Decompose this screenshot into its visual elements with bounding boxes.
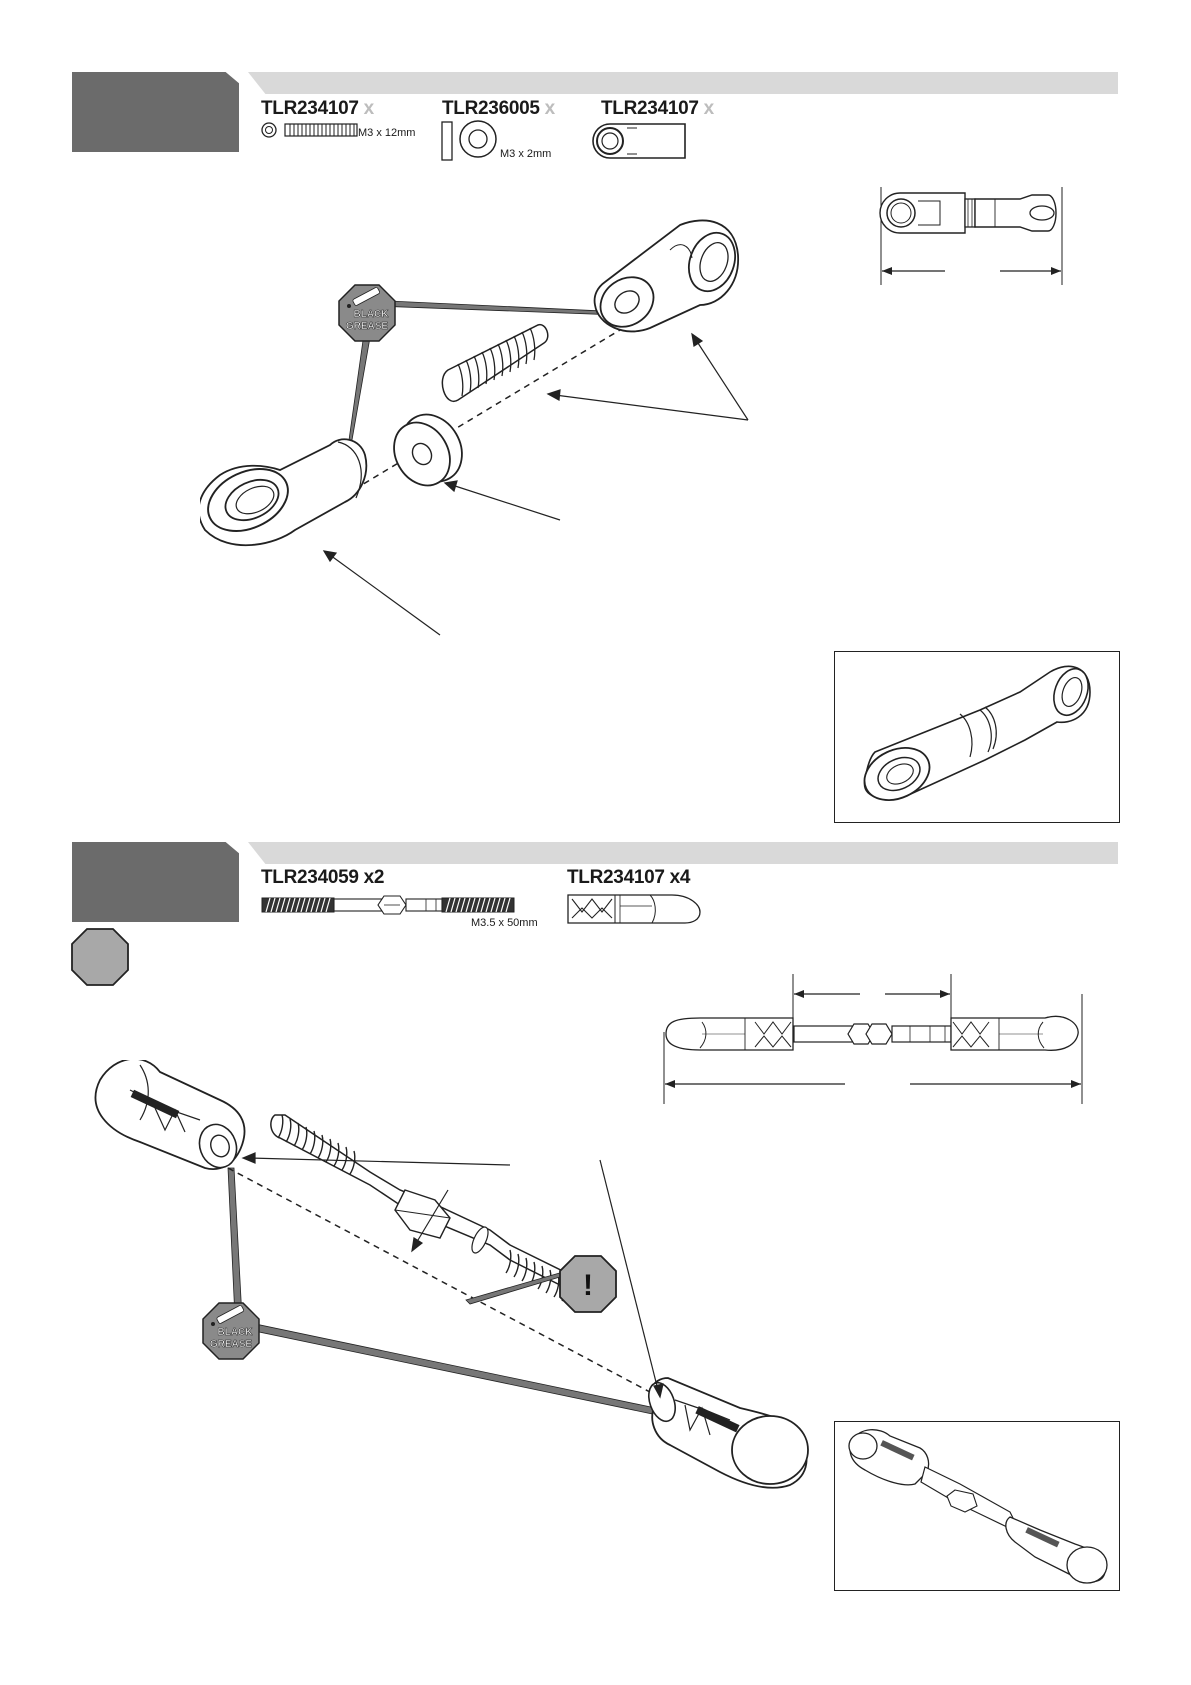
step-2-warning-octagon-marker (70, 927, 130, 987)
step-1-number-block (72, 72, 239, 152)
step-2-warning-badge: ! (558, 1254, 618, 1314)
turnbuckle-icon (262, 896, 514, 914)
gauge-ball-cup-right (951, 1016, 1078, 1050)
step-2-exploded-view (70, 1060, 830, 1530)
step-2-black-grease-badge: BLACK GREASE (202, 1302, 260, 1360)
step-1-length-gauge (870, 185, 1070, 285)
step-2-assembled-inset (834, 1421, 1120, 1591)
warning-exclamation: ! (583, 1269, 593, 1302)
spacer (383, 404, 474, 496)
step-2-number-block (72, 842, 239, 922)
gauge-rod-end-left (880, 193, 965, 233)
lower-rod-end (200, 439, 366, 545)
upper-ball-cup (96, 1060, 245, 1173)
step-1-header-bar (248, 72, 1118, 94)
gauge-rod-end-right (975, 195, 1056, 231)
upper-rod-end (591, 220, 743, 336)
gauge-ball-cup-left (666, 1018, 793, 1050)
rod-end-icon (593, 124, 685, 158)
step-2-part-2-code: TLR234107 x4 (567, 867, 690, 889)
step-1-grease-line-2: GREASE (346, 321, 389, 332)
assembled-turnbuckle-long (835, 1422, 1119, 1590)
step-1-assembled-inset (834, 651, 1120, 823)
step-1-exploded-view (200, 210, 800, 640)
turnbuckle-rod (271, 1115, 591, 1301)
assembled-turnbuckle-short (835, 652, 1119, 822)
set-screw (442, 325, 547, 402)
step-2-grease-line-1: BLACK (218, 1327, 254, 1338)
step-2-part-1-code: TLR234059 x2 (261, 867, 384, 889)
step-2-part-icons (260, 890, 710, 926)
spacer-icon (442, 121, 496, 160)
step-2-grease-line-2: GREASE (210, 1339, 253, 1350)
step-1-black-grease-badge: BLACK GREASE (338, 284, 396, 342)
step-1-part-2-code: TLR236005 x (442, 98, 555, 120)
ball-cup-icon (568, 895, 700, 923)
lower-ball-cup (644, 1378, 808, 1488)
step-2-header-bar (248, 842, 1118, 864)
step-1-pointer-arrows (324, 334, 748, 635)
step-1-part-1-code: TLR234107 x (261, 98, 374, 120)
step-1-part-icons (255, 118, 695, 166)
set-screw-icon (262, 123, 357, 137)
step-1-grease-line-1: BLACK (354, 309, 390, 320)
step-1-part-3-code: TLR234107 x (601, 98, 714, 120)
